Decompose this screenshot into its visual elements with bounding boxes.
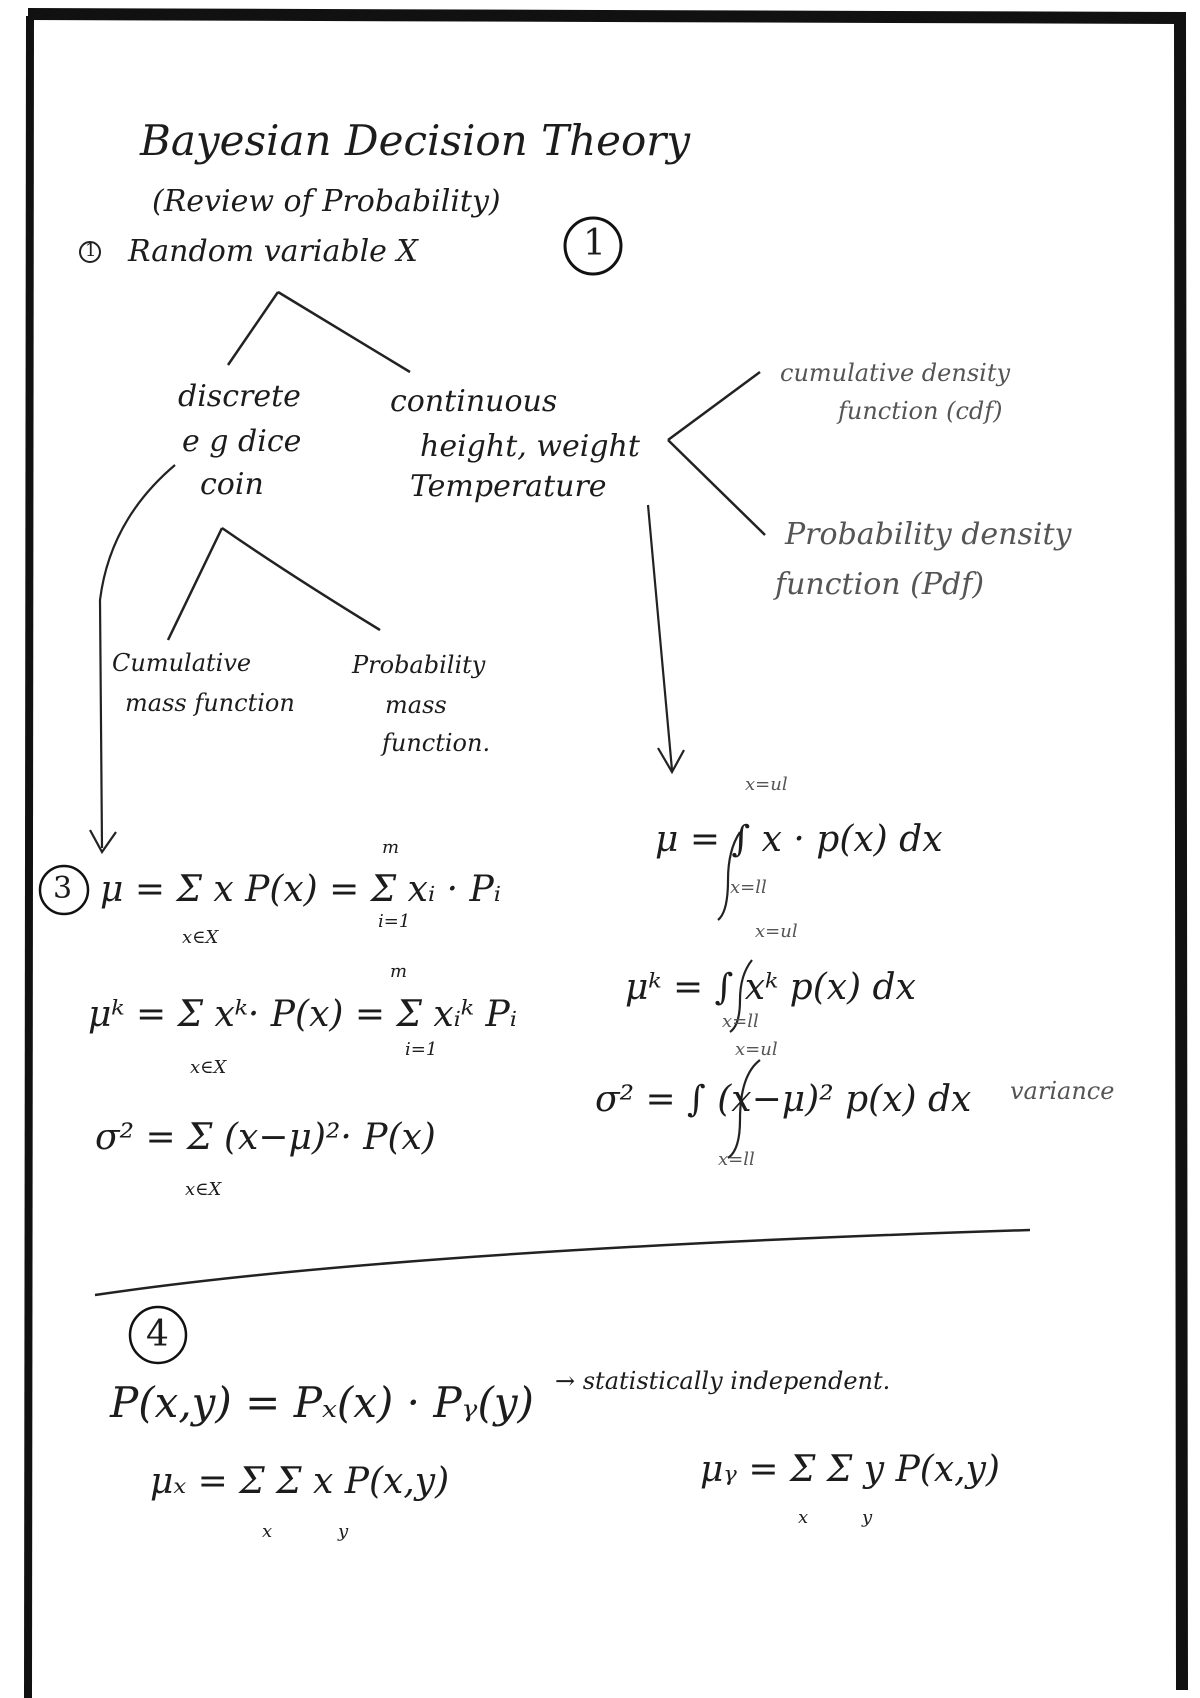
variance-continuous-lower: x=ll: [718, 1149, 755, 1170]
mean-discrete-formula: μ = Σ x P(x) = Σ xᵢ · Pᵢ: [100, 869, 501, 910]
marker-1-circle: [79, 241, 101, 263]
pmf-label-2: mass: [385, 691, 447, 719]
moment-discrete-sub2: i=1: [405, 1039, 438, 1060]
marker-4-circle: [128, 1305, 188, 1365]
variance-discrete-sub: x∈X: [185, 1179, 222, 1200]
variance-discrete-formula: σ² = Σ (x−μ)²· P(x): [95, 1117, 436, 1158]
mean-x-sub2: y: [338, 1521, 349, 1542]
mean-discrete-sup: m: [382, 837, 400, 858]
section-separator: [94, 1228, 1031, 1297]
page-border-left: [24, 15, 34, 1698]
page-subtitle: (Review of Probability): [152, 184, 501, 219]
continuous-example-2: Temperature: [410, 469, 607, 504]
mean-continuous-formula: μ = ∫ x · p(x) dx: [655, 819, 943, 860]
mean-continuous-lower: x=ll: [730, 877, 767, 898]
section-3-marker: 3: [53, 871, 73, 906]
variance-continuous-upper: x=ul: [735, 1039, 778, 1060]
continuous-example-1: height, weight: [420, 429, 640, 464]
arrow-continuous-head: [657, 747, 685, 775]
variance-note: variance: [1010, 1077, 1115, 1105]
moment-continuous-upper: x=ul: [755, 921, 798, 942]
mean-x-sub1: x: [262, 1521, 273, 1542]
independence-formula: P(x,y) = Pₓ(x) · Pᵧ(y): [110, 1378, 534, 1427]
marker-3-circle: [38, 864, 90, 916]
pmf-label-1: Probability: [352, 651, 486, 679]
moment-continuous-formula: μᵏ = ∫ xᵏ p(x) dx: [625, 967, 916, 1008]
cdf-label-2: function (cdf): [838, 397, 1003, 425]
tree-line-cmf: [166, 527, 224, 641]
integral-sign-moment: [729, 959, 753, 1033]
tree-line-pdf: [667, 439, 766, 536]
moment-discrete-sup: m: [390, 961, 408, 982]
arrow-continuous: [646, 504, 674, 771]
cmf-label-2: mass function: [125, 689, 295, 717]
pdf-label-2: function (Pdf): [775, 567, 985, 602]
pmf-label-3: function.: [382, 729, 491, 757]
section-4-marker: 4: [146, 1314, 169, 1355]
integral-sign-variance: [727, 1059, 761, 1159]
tree-line-cdf: [667, 370, 761, 442]
mean-y-sub2: y: [862, 1507, 873, 1528]
integral-sign-mean: [717, 831, 741, 921]
moment-continuous-lower: x=ll: [722, 1011, 759, 1032]
tree-line-continuous: [277, 290, 411, 374]
section-1-heading: Random variable X: [128, 234, 418, 269]
tree-line-discrete: [226, 291, 280, 366]
arrow-discrete: [98, 464, 176, 849]
cdf-label-1: cumulative density: [780, 359, 1011, 387]
section-1-marker: 1: [85, 240, 97, 261]
pdf-label-1: Probability density: [785, 517, 1072, 552]
mean-discrete-sub: x∈X: [182, 927, 219, 948]
page-number: 1: [583, 223, 606, 264]
mean-y-formula: μᵧ = Σ Σ y P(x,y): [700, 1449, 1000, 1490]
moment-discrete-sub: x∈X: [190, 1057, 227, 1078]
variance-continuous-formula: σ² = ∫ (x−μ)² p(x) dx: [595, 1079, 972, 1120]
independence-note: → statistically independent.: [555, 1367, 891, 1395]
discrete-label: discrete: [178, 379, 301, 414]
discrete-example-1: e g dice: [182, 424, 302, 459]
page-number-circle: [563, 216, 623, 276]
moment-discrete-formula: μᵏ = Σ xᵏ· P(x) = Σ xᵢᵏ Pᵢ: [88, 994, 517, 1035]
continuous-label: continuous: [390, 384, 558, 419]
mean-continuous-upper: x=ul: [745, 774, 788, 795]
page-border-right: [27, 8, 1188, 1691]
mean-discrete-sub2: i=1: [378, 911, 411, 932]
arrow-discrete-head: [89, 829, 117, 855]
cmf-label-1: Cumulative: [112, 649, 252, 677]
mean-x-formula: μₓ = Σ Σ x P(x,y): [150, 1461, 450, 1502]
tree-line-pmf: [221, 526, 381, 632]
mean-y-sub1: x: [798, 1507, 809, 1528]
page-title: Bayesian Decision Theory: [140, 116, 691, 165]
discrete-example-2: coin: [200, 467, 264, 502]
